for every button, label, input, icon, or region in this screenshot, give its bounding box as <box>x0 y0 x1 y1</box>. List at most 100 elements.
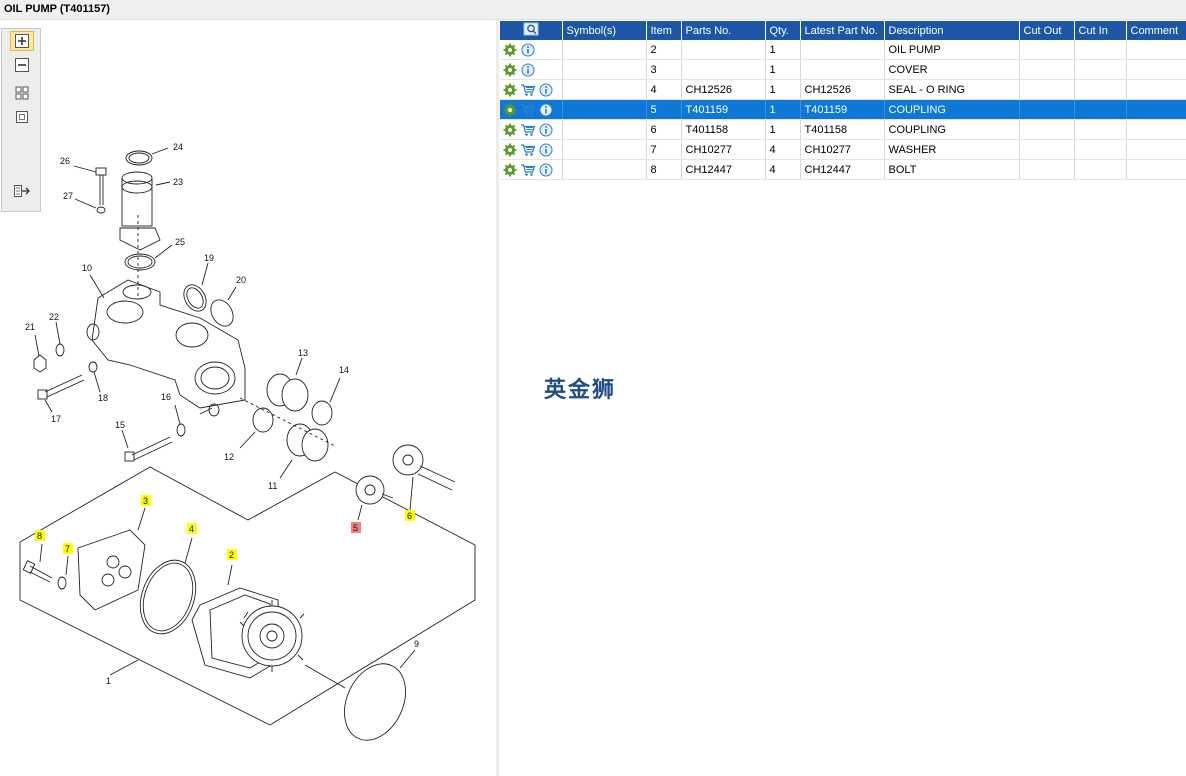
callout-10: 10 <box>82 263 92 273</box>
gear-icon[interactable] <box>502 122 518 138</box>
cell-description: COVER <box>884 59 1020 80</box>
info-icon[interactable] <box>538 122 554 138</box>
diagram-toolbar <box>1 28 41 212</box>
gear-icon[interactable] <box>502 82 518 98</box>
cell-parts-no: CH12447 <box>681 159 766 180</box>
cell-latest-part-no <box>800 40 885 60</box>
row-actions <box>500 159 563 180</box>
col-symbols[interactable]: Symbol(s) <box>562 21 647 40</box>
cell-description: BOLT <box>884 159 1020 180</box>
info-icon[interactable] <box>538 102 554 118</box>
cell-cut-out <box>1019 159 1075 180</box>
zoom-out-icon <box>15 58 29 72</box>
col-latest-part-no[interactable]: Latest Part No. <box>800 21 885 40</box>
row-actions <box>500 119 563 140</box>
callout-15: 15 <box>115 420 125 430</box>
row-actions <box>500 59 563 80</box>
cart-icon[interactable] <box>520 82 536 98</box>
gear-icon[interactable] <box>502 142 518 158</box>
row-actions <box>500 139 563 160</box>
col-item[interactable]: Item <box>646 21 682 40</box>
cart-icon[interactable] <box>520 162 536 178</box>
callout-9: 9 <box>414 639 419 649</box>
parts-list-pane: Symbol(s) Item Parts No. Qty. Latest Par… <box>499 20 1186 776</box>
cell-latest-part-no: T401158 <box>800 119 885 140</box>
col-qty[interactable]: Qty. <box>765 21 801 40</box>
diagram-pane[interactable]: 1 2 3 4 5 6 7 8 9 10 11 12 13 14 15 16 1… <box>0 20 496 776</box>
callout-5: 5 <box>353 523 358 533</box>
cell-cut-in <box>1074 59 1127 80</box>
cell-comment <box>1126 99 1186 120</box>
zoom-out-button[interactable] <box>10 55 34 75</box>
gear-icon[interactable] <box>502 162 518 178</box>
cell-cut-in <box>1074 159 1127 180</box>
header-search[interactable] <box>500 21 563 40</box>
callout-1: 1 <box>106 676 111 686</box>
callout-25: 25 <box>175 237 185 247</box>
oil-pump-body <box>191 587 305 679</box>
pump-housing <box>86 279 246 409</box>
cell-symbols <box>562 119 647 140</box>
gear-icon[interactable] <box>502 62 518 78</box>
info-icon[interactable] <box>520 42 536 58</box>
cell-cut-out <box>1019 139 1075 160</box>
cell-item: 2 <box>646 40 682 60</box>
cell-comment <box>1126 119 1186 140</box>
col-parts-no[interactable]: Parts No. <box>681 21 766 40</box>
cell-latest-part-no <box>800 59 885 80</box>
cell-latest-part-no: CH12447 <box>800 159 885 180</box>
cell-symbols <box>562 40 647 60</box>
exploded-diagram: 1 2 3 4 5 6 7 8 9 10 11 12 13 14 15 16 1… <box>19 142 476 741</box>
row-actions <box>500 99 563 120</box>
cell-qty: 1 <box>765 99 801 120</box>
page-title: OIL PUMP (T401157) <box>4 3 110 15</box>
callout-16: 16 <box>161 392 171 402</box>
export-button[interactable] <box>10 181 34 201</box>
col-cut-out[interactable]: Cut Out <box>1019 21 1075 40</box>
callout-8: 8 <box>37 531 42 541</box>
cell-qty: 1 <box>765 119 801 140</box>
cell-item: 7 <box>646 139 682 160</box>
info-icon[interactable] <box>520 62 536 78</box>
info-icon[interactable] <box>538 82 554 98</box>
cart-icon[interactable] <box>520 102 536 118</box>
info-icon[interactable] <box>538 142 554 158</box>
col-description[interactable]: Description <box>884 21 1020 40</box>
table-header: Symbol(s) Item Parts No. Qty. Latest Par… <box>500 21 1186 40</box>
cell-parts-no: T401158 <box>681 119 766 140</box>
col-cut-in[interactable]: Cut In <box>1074 21 1127 40</box>
cell-symbols <box>562 79 647 100</box>
cell-latest-part-no: CH10277 <box>800 139 885 160</box>
cell-description: SEAL - O RING <box>884 79 1020 100</box>
zoom-in-button[interactable] <box>10 31 34 51</box>
cell-comment <box>1126 79 1186 100</box>
cart-icon[interactable] <box>520 142 536 158</box>
cell-comment <box>1126 159 1186 180</box>
assembly-boundary <box>19 466 476 726</box>
title-bar: OIL PUMP (T401157) <box>0 0 1186 20</box>
callout-24: 24 <box>173 142 183 152</box>
cell-cut-in <box>1074 139 1127 160</box>
callout-14: 14 <box>339 365 349 375</box>
gear-icon[interactable] <box>502 102 518 118</box>
cell-qty: 1 <box>765 59 801 80</box>
cart-icon[interactable] <box>520 122 536 138</box>
col-comment[interactable]: Comment <box>1126 21 1186 40</box>
fit-all-button[interactable] <box>10 83 34 103</box>
cell-qty: 4 <box>765 139 801 160</box>
gear-icon[interactable] <box>502 42 518 58</box>
cell-cut-in <box>1074 40 1127 60</box>
coupling-gears <box>355 444 456 521</box>
info-icon[interactable] <box>538 162 554 178</box>
cell-cut-in <box>1074 119 1127 140</box>
fit-all-icon <box>15 86 29 100</box>
fit-window-button[interactable] <box>10 107 34 127</box>
pane-splitter[interactable] <box>496 20 499 776</box>
